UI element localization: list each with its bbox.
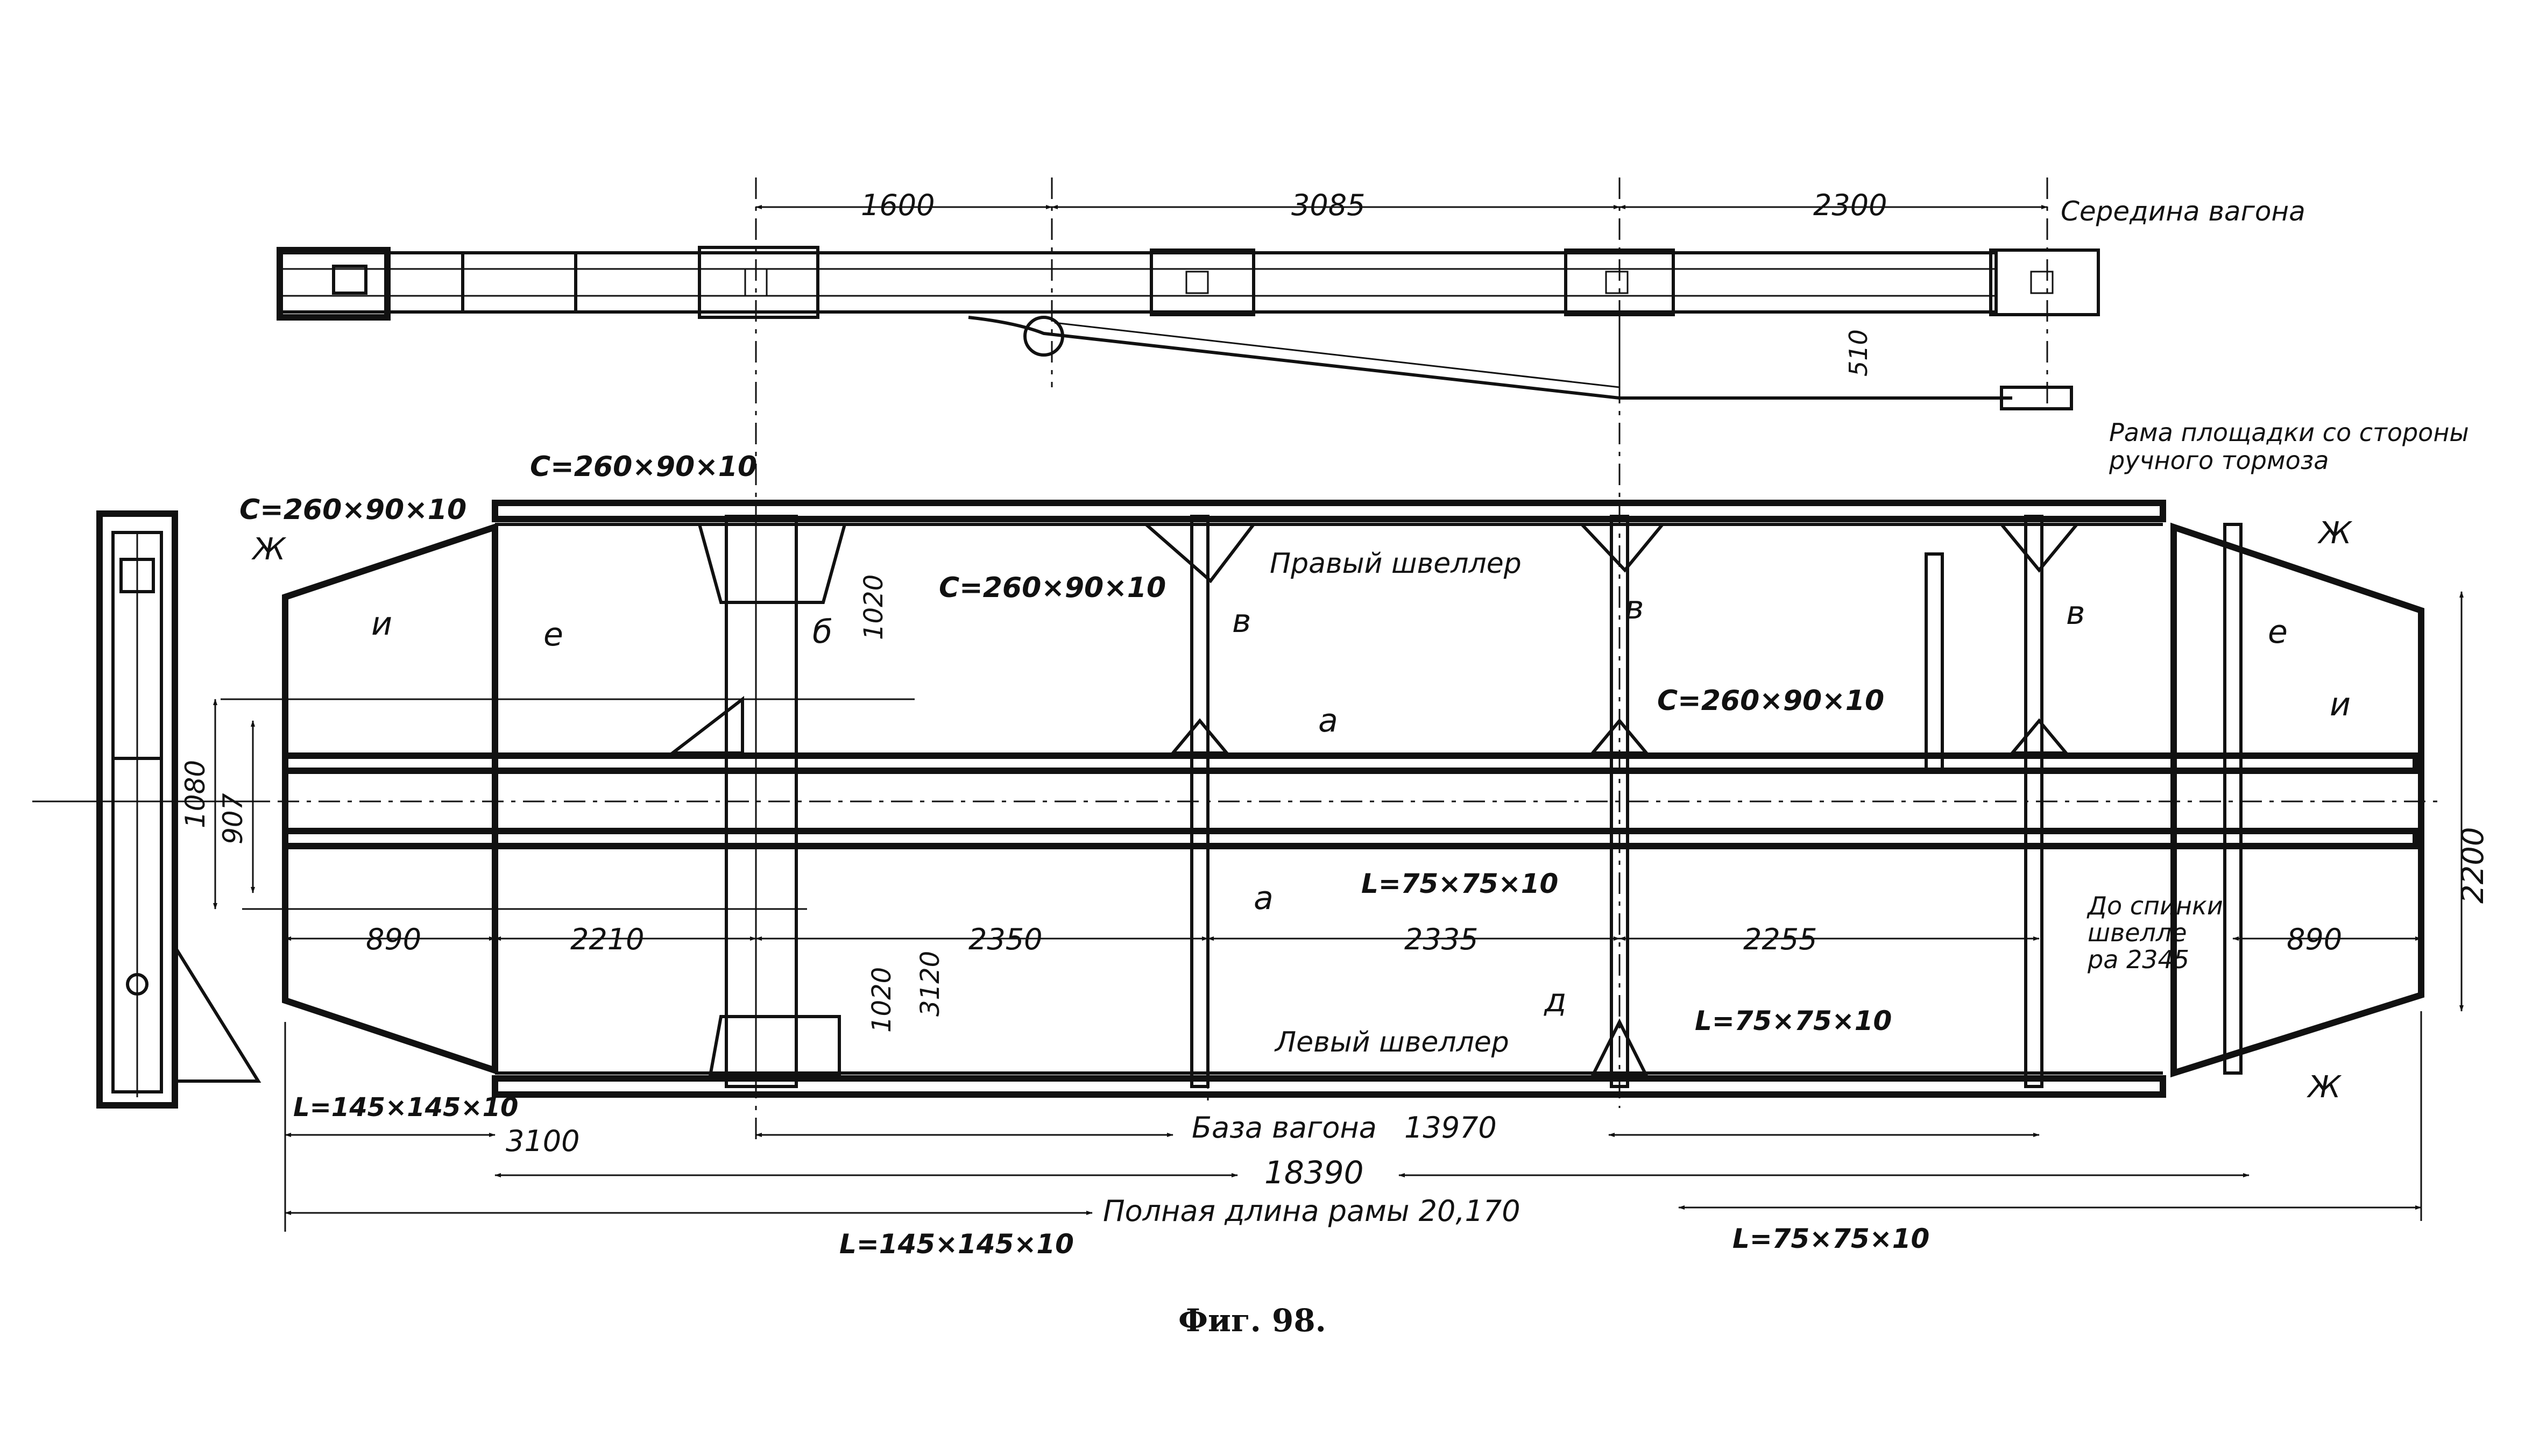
letter-b: б <box>812 613 832 651</box>
dim-3100: 3100 <box>506 1124 579 1158</box>
dim-510: 510 <box>1844 329 1873 377</box>
letter-v-1: в <box>1232 602 1251 640</box>
end-view <box>54 510 269 1109</box>
right-channel-name: Правый швеллер <box>1270 548 1522 580</box>
dim-3085: 3085 <box>1291 188 1365 222</box>
dim-890-right: 890 <box>2287 922 2342 956</box>
base-label: База вагона <box>1192 1111 1377 1145</box>
letter-v-3: в <box>2066 594 2085 632</box>
dim-18390: 18390 <box>1264 1154 1364 1191</box>
channel-label-right: С=260×90×10 <box>1657 685 1884 717</box>
dim-890-left: 890 <box>366 922 421 956</box>
letter-zh-left: Ж <box>251 532 287 567</box>
plan-view: С=260×90×10 С=260×90×10 С=260×90×10 С=26… <box>32 451 2491 1260</box>
letter-a-top: а <box>1318 702 1338 740</box>
dim-2255: 2255 <box>1743 922 1817 956</box>
angle-label-75-bottom: L=75×75×10 <box>1732 1223 1929 1254</box>
dim-907: 907 <box>217 793 249 844</box>
dim-1080: 1080 <box>180 760 211 828</box>
letter-d: д <box>1544 982 1566 1019</box>
left-channel <box>492 1075 2166 1098</box>
channel-label-mid: С=260×90×10 <box>939 572 1166 604</box>
dim-2210: 2210 <box>570 922 644 956</box>
letter-zh-right-bottom: Ж <box>2307 1070 2342 1105</box>
dim-2335: 2335 <box>1404 922 1478 956</box>
bolster-right <box>2024 515 2043 1088</box>
letter-zh-right-top: Ж <box>2317 516 2353 551</box>
letter-i-left: и <box>371 605 392 643</box>
dim-1020-b: 1020 <box>867 967 897 1033</box>
channel-label-top-left: С=260×90×10 <box>530 451 757 483</box>
top-side-view: 1600 3085 2300 Середина вагона 510 Рама … <box>277 177 2469 1140</box>
dim-2300: 2300 <box>1813 188 1887 222</box>
platform-frame-label-1: Рама площадки со стороны <box>2109 418 2469 447</box>
angle-label-145-left: L=145×145×10 <box>293 1092 518 1123</box>
left-end-sill <box>282 522 498 1075</box>
truss-rod <box>968 316 2012 400</box>
right-end-sill <box>2170 522 2424 1078</box>
base-value: 13970 <box>1404 1111 1497 1145</box>
dim-1600: 1600 <box>861 188 935 222</box>
centre-sill-a-top <box>282 752 2419 774</box>
channel-back-note-1: До спинки <box>2087 891 2223 920</box>
bolster-block <box>698 246 819 319</box>
letter-e-right: е <box>2268 613 2288 651</box>
figure-caption: Фиг. 98. <box>1178 1302 1326 1339</box>
coupler-box <box>277 247 391 321</box>
left-channel-name: Левый швеллер <box>1274 1026 1509 1059</box>
side-sill <box>278 251 1998 314</box>
letter-e-left: е <box>543 616 563 654</box>
angle-label-145-bottom: L=145×145×10 <box>839 1228 1074 1260</box>
letter-i-right: и <box>2330 686 2351 723</box>
centre-sill-a-bottom <box>282 828 2419 849</box>
car-middle-label: Середина вагона <box>2061 196 2305 227</box>
angle-label-75-low: L=75×75×10 <box>1695 1005 1892 1036</box>
king-post <box>1023 316 1064 357</box>
dim-3120: 3120 <box>915 951 945 1017</box>
platform-frame-label-2: ручного тормоза <box>2109 446 2329 475</box>
angle-label-75-mid: L=75×75×10 <box>1361 868 1558 899</box>
channel-back-note-3: ра 2345 <box>2087 945 2189 974</box>
letter-a-bottom: а <box>1254 879 1274 917</box>
letter-v-2: в <box>1625 589 1644 627</box>
bolster-left <box>725 515 798 1088</box>
full-length-label: Полная длина рамы 20,170 <box>1103 1194 1520 1228</box>
channel-back-note-2: швелле <box>2088 918 2187 947</box>
channel-label-left: С=260×90×10 <box>239 494 466 526</box>
dim-1020-a: 1020 <box>859 574 889 640</box>
dim-2200: 2200 <box>2456 827 2491 904</box>
right-channel <box>492 500 2166 522</box>
dim-2350: 2350 <box>968 922 1042 956</box>
